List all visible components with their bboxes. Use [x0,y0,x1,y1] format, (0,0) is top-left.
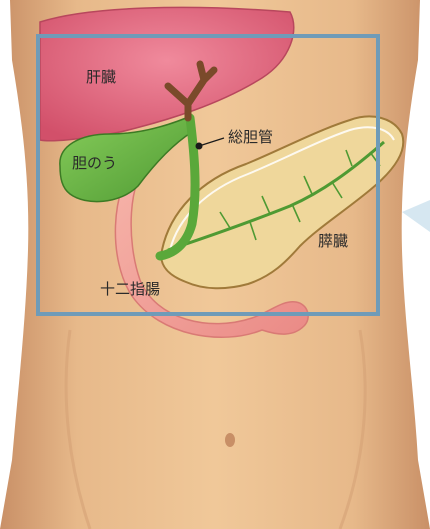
label-common-bile-duct: 総胆管 [228,128,273,146]
label-pancreas: 膵臓 [318,232,348,250]
label-gallbladder: 胆のう [72,154,117,172]
navel [225,433,235,447]
label-liver: 肝臓 [86,68,116,86]
callout-pointer [402,200,430,232]
label-duodenum: 十二指腸 [100,280,160,298]
